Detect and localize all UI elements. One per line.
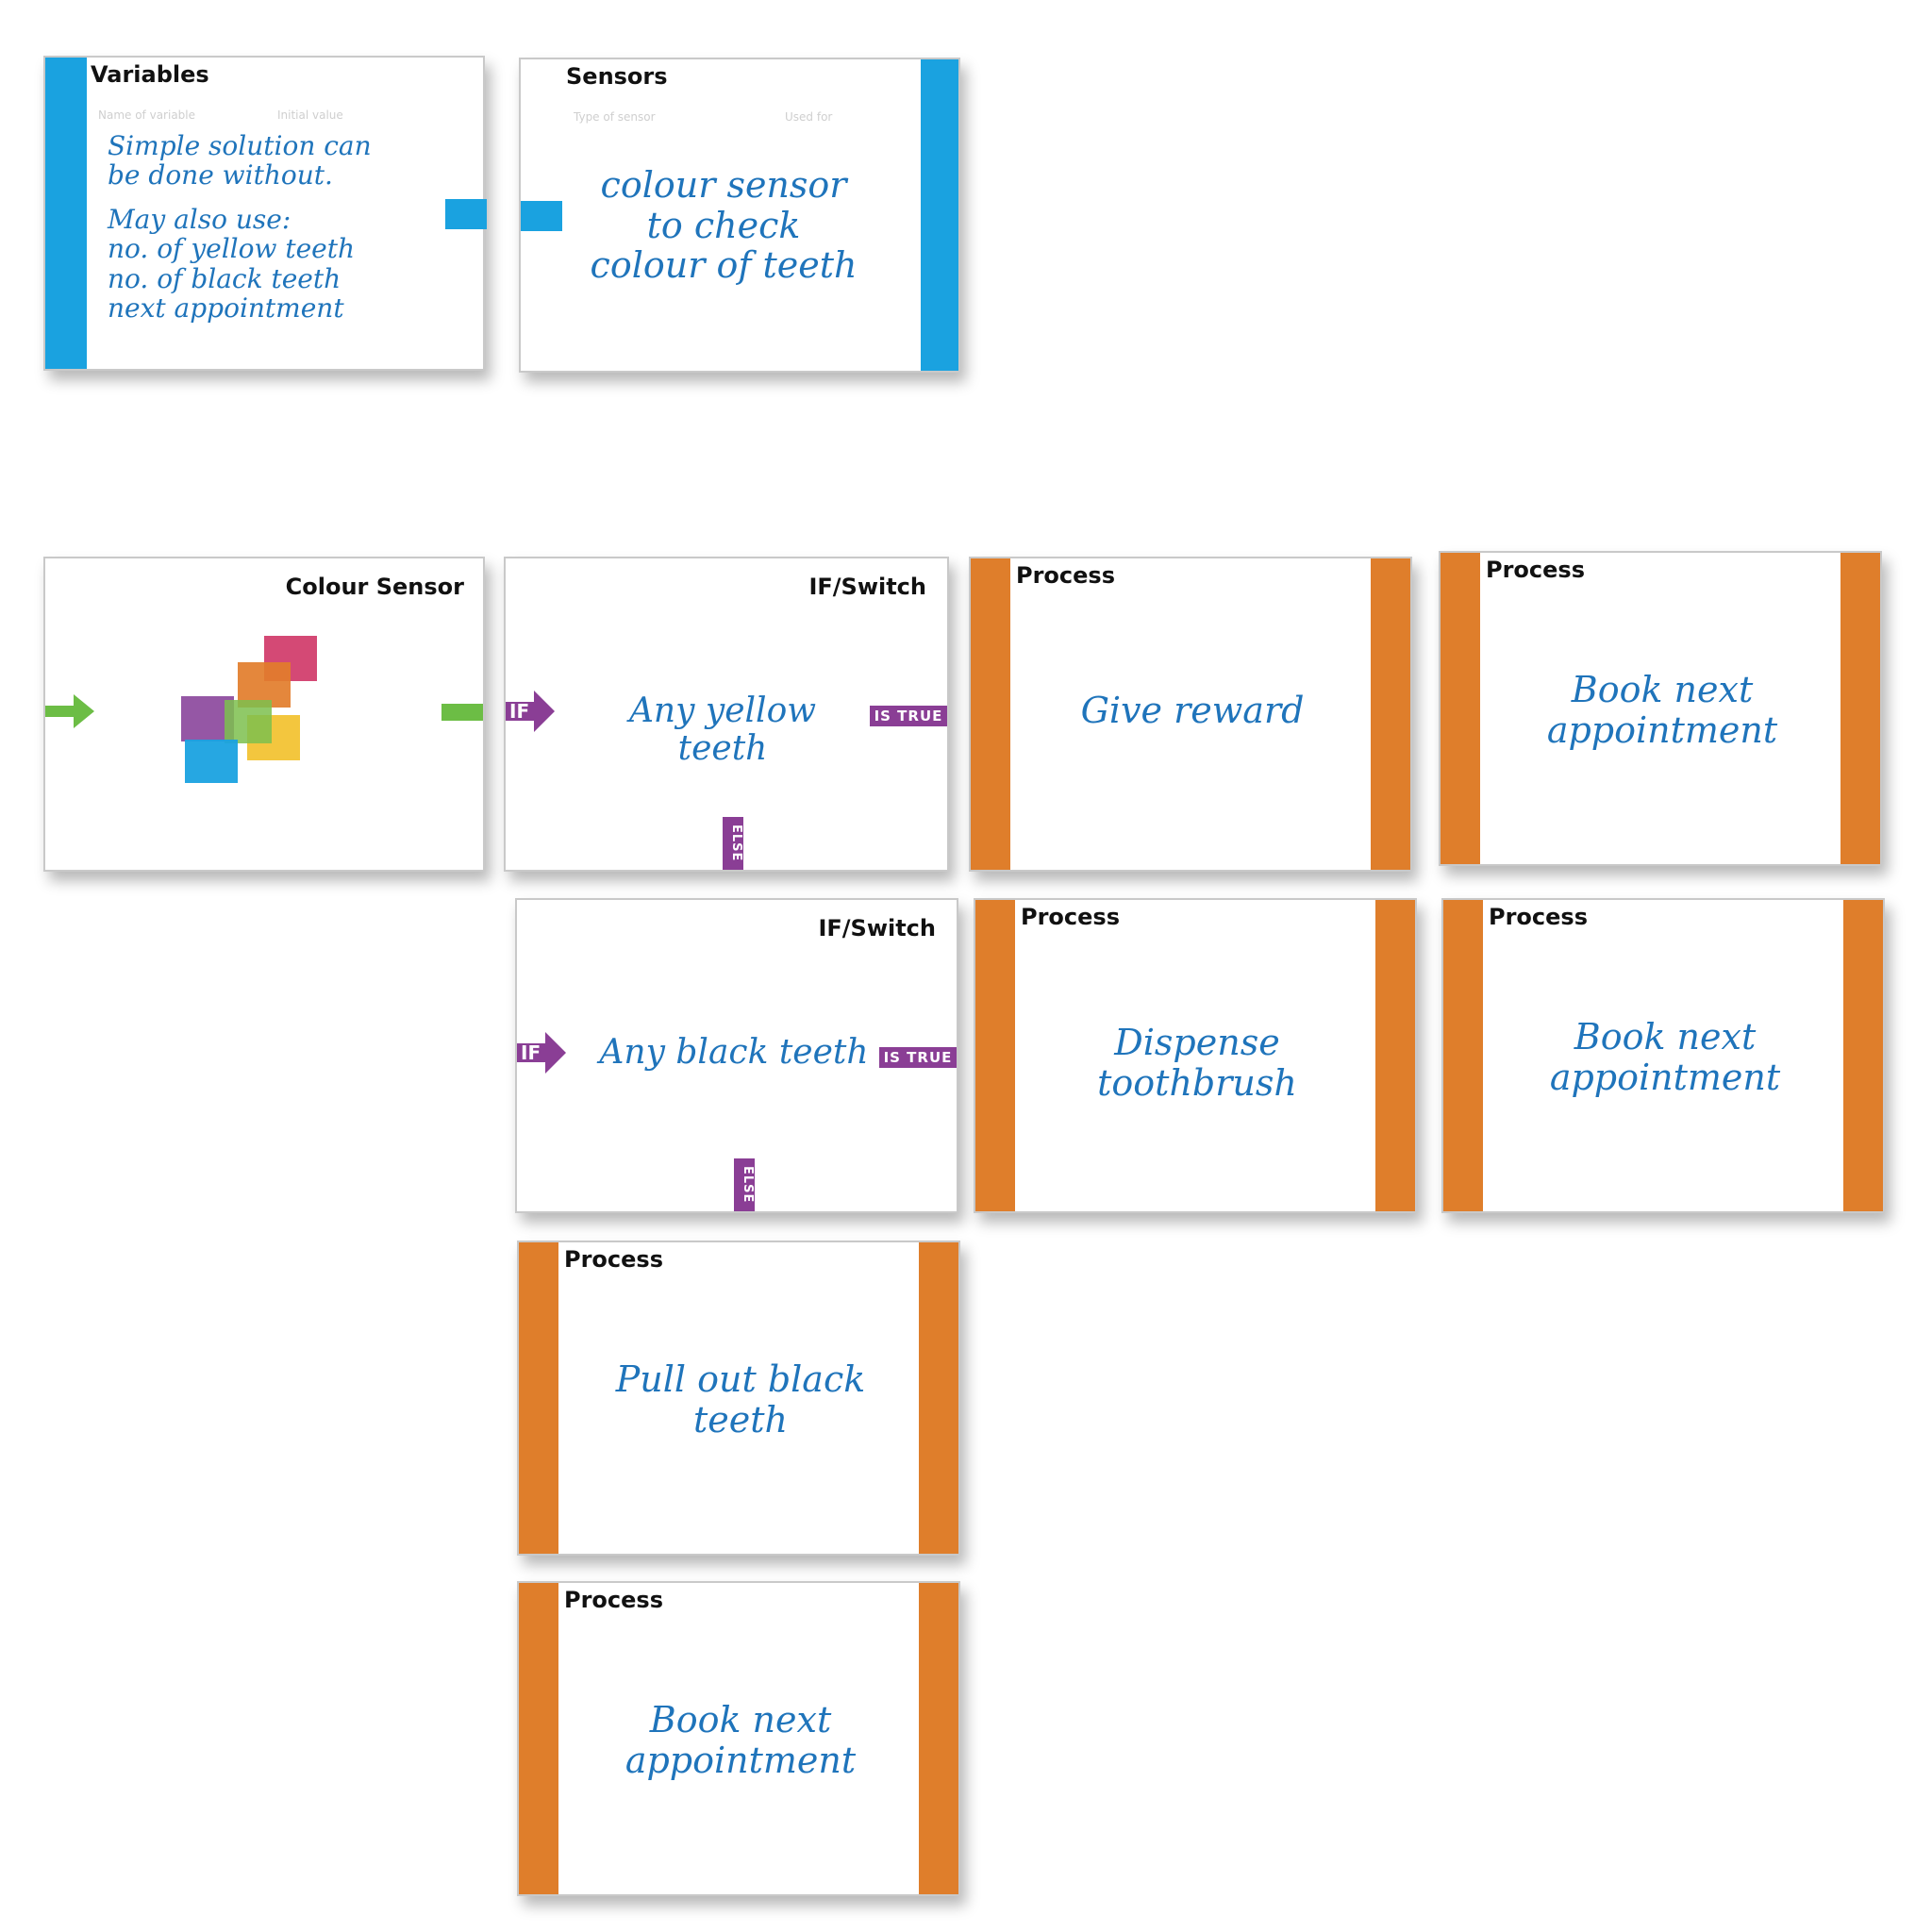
process-left-bar	[519, 1242, 558, 1554]
process-text: Give reward	[1080, 690, 1305, 731]
process-right-bar	[1843, 900, 1883, 1211]
process-left-bar	[971, 558, 1010, 870]
variables-note-2: May also use: no. of yellow teeth no. of…	[108, 204, 356, 325]
sensors-title: Sensors	[566, 63, 668, 90]
sensors-col-type: Type of sensor	[574, 110, 656, 124]
process-right-bar	[919, 1242, 958, 1554]
sensors-color-bar	[921, 59, 958, 371]
process-text: Book next appointment	[625, 1699, 857, 1781]
variables-card[interactable]: Variables Name of variable Initial value…	[43, 56, 487, 371]
is-true-tag: IS TRUE	[879, 1047, 957, 1068]
process-left-bar	[1443, 900, 1483, 1211]
green-in-arrow-icon	[45, 694, 94, 728]
process-text: Book next appointment	[1549, 1016, 1781, 1098]
variables-col-name: Name of variable	[98, 108, 196, 122]
sensors-note: colour sensor to check colour of teeth	[590, 164, 858, 287]
process-right-bar	[1840, 553, 1880, 864]
if-arrow-icon	[506, 691, 555, 732]
sensors-connector	[521, 201, 562, 231]
if-switch-card-yellow[interactable]: IF/Switch IF Any yellow teeth IS TRUE EL…	[504, 557, 949, 872]
process-title: Process	[1489, 904, 1588, 930]
process-title: Process	[1486, 557, 1585, 583]
colour-sensor-title: Colour Sensor	[285, 574, 464, 600]
if-condition: Any yellow teeth	[628, 691, 817, 769]
variables-note-1: Simple solution can be done without.	[108, 130, 372, 192]
process-right-bar	[919, 1583, 958, 1894]
process-title: Process	[1021, 904, 1120, 930]
process-card-pull-teeth[interactable]: Process Pull out black teeth	[517, 1241, 960, 1556]
process-text: Pull out black teeth	[615, 1358, 866, 1441]
process-card-book-appointment-2[interactable]: Process Book next appointment	[1441, 898, 1885, 1213]
if-condition: Any black teeth	[599, 1033, 869, 1072]
variables-connector	[445, 199, 487, 229]
process-left-bar	[975, 900, 1015, 1211]
if-switch-card-black[interactable]: IF/Switch IF Any black teeth IS TRUE ELS…	[515, 898, 958, 1213]
green-out-connector	[441, 704, 483, 721]
process-card-give-reward[interactable]: Process Give reward	[969, 557, 1412, 872]
process-left-bar	[519, 1583, 558, 1894]
process-title: Process	[564, 1587, 663, 1613]
process-left-bar	[1441, 553, 1480, 864]
else-tag: ELSE	[723, 817, 743, 870]
process-right-bar	[1371, 558, 1410, 870]
variables-title: Variables	[91, 61, 209, 88]
if-arrow-icon	[517, 1032, 566, 1074]
if-label: IF	[509, 700, 530, 723]
process-card-dispense-toothbrush[interactable]: Process Dispense toothbrush	[974, 898, 1417, 1213]
colour-sensor-card[interactable]: Colour Sensor	[43, 557, 485, 872]
is-true-tag: IS TRUE	[870, 706, 947, 726]
process-text: Dispense toothbrush	[1097, 1022, 1297, 1104]
sensors-col-used: Used for	[785, 110, 833, 124]
colour-sensor-squares-icon	[181, 636, 351, 796]
process-card-book-appointment-3[interactable]: Process Book next appointment	[517, 1581, 960, 1896]
if-label: IF	[521, 1041, 541, 1064]
if-switch-title: IF/Switch	[818, 915, 936, 941]
if-switch-title: IF/Switch	[808, 574, 926, 600]
process-right-bar	[1375, 900, 1415, 1211]
process-text: Book next appointment	[1546, 669, 1778, 751]
variables-color-bar	[45, 58, 87, 369]
process-title: Process	[1016, 562, 1115, 589]
process-card-book-appointment-1[interactable]: Process Book next appointment	[1439, 551, 1882, 866]
variables-col-value: Initial value	[277, 108, 343, 122]
else-tag: ELSE	[734, 1158, 755, 1211]
process-title: Process	[564, 1246, 663, 1273]
sensors-card[interactable]: Sensors Type of sensor Used for colour s…	[519, 58, 960, 373]
